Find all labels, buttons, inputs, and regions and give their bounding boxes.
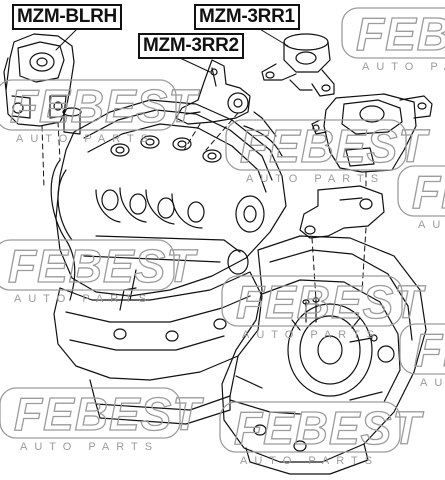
mount-3rr1-part: [261, 33, 335, 97]
part-label-mzm-blrh: MZM-BLRH: [12, 4, 122, 30]
engine-lower-block: [53, 269, 263, 425]
part-label-mzm-3rr2: MZM-3RR2: [138, 33, 244, 59]
mount-3rr2-part: [175, 59, 251, 125]
engine-block: [50, 99, 287, 301]
leader-lines: [55, 27, 289, 73]
alignment-lines: [41, 112, 367, 301]
part-label-mzm-3rr1: MZM-3RR1: [194, 4, 300, 30]
transmission-housing: [221, 235, 427, 475]
transmission-mount-part: [299, 93, 433, 239]
